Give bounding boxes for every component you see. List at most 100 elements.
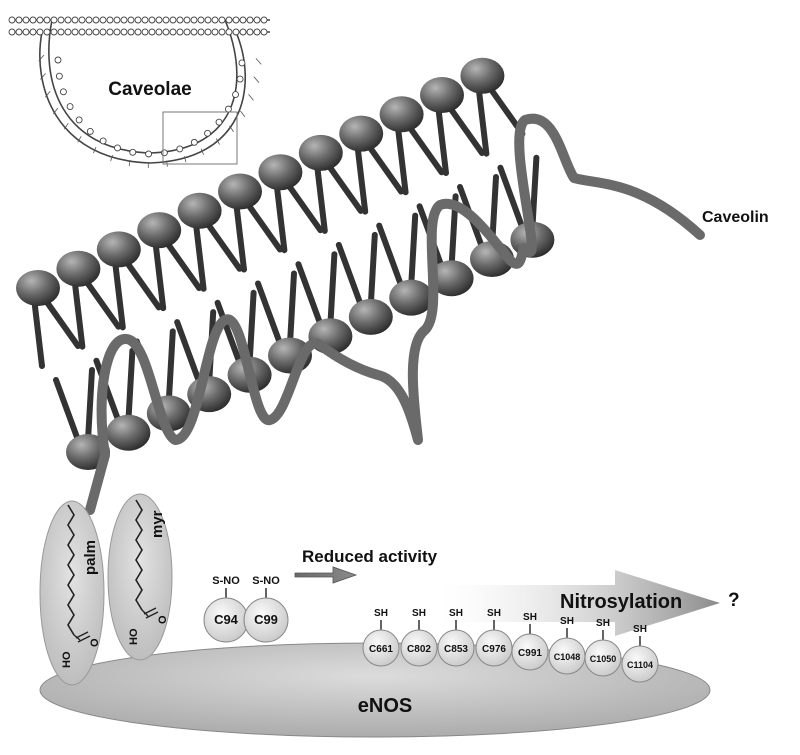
caveolae-lipid-head: [86, 29, 92, 35]
palmitoyl-anchor: palm HO O: [40, 501, 104, 685]
caveolae-lipid-head: [212, 29, 218, 35]
lipid-tail: [379, 226, 401, 286]
caveolae-lipid-head: [30, 17, 36, 23]
caveolae-lipid-head: [135, 17, 141, 23]
lipid-tail: [438, 105, 446, 173]
lipid-tail: [290, 274, 294, 344]
lipid-tail: [236, 202, 244, 270]
caveolae-lipid-head: [65, 17, 71, 23]
caveolae-lipid-head: [198, 29, 204, 35]
lipid-tail: [84, 279, 118, 327]
caveolae-lipid-head: [30, 29, 36, 35]
question-mark: ?: [728, 590, 740, 611]
caveolae-lipid-head: [237, 76, 243, 82]
caveolae-lipid-head: [100, 29, 106, 35]
site-group: SH: [412, 608, 426, 619]
site-name: C976: [482, 644, 506, 655]
lipid-head-outer: [97, 231, 141, 267]
myr-label: myr: [149, 510, 166, 538]
caveolae-lipid-head: [226, 17, 232, 23]
lipid-tail: [74, 279, 82, 347]
caveolae-lipid-head: [128, 17, 134, 23]
site-name: C853: [444, 644, 468, 655]
caveolae-lipid-head: [86, 17, 92, 23]
caveolae-tail-tick: [256, 58, 261, 64]
caveolae-lipid-head: [67, 104, 73, 110]
site-name: C94: [214, 612, 239, 627]
caveolae-lipid-head: [121, 29, 127, 35]
caveolae-lipid-head: [55, 57, 61, 63]
caveolae-lipid-head: [100, 17, 106, 23]
lipid-tail: [398, 124, 406, 192]
lipid-tail: [56, 380, 78, 440]
caveolae-lipid-head: [198, 17, 204, 23]
lipid-tail: [286, 182, 320, 230]
site-group: SH: [596, 618, 610, 629]
lipid-tail: [276, 182, 284, 250]
caveolae-lipid-head: [170, 29, 176, 35]
caveolae-lipid-head: [44, 29, 50, 35]
caveolae-lipid-head: [254, 17, 260, 23]
site-group: SH: [487, 608, 501, 619]
lipid-head-outer: [420, 77, 464, 113]
site-group: SH: [374, 608, 388, 619]
caveolae-lipid-head: [205, 130, 211, 136]
site-name: C99: [254, 612, 278, 627]
caveolae-lipid-head: [114, 29, 120, 35]
lipid-tail: [177, 322, 199, 382]
caveolae-lipid-head: [107, 17, 113, 23]
caveolae-lipid-head: [212, 17, 218, 23]
lipid-tail: [44, 298, 78, 346]
lipid-head-outer: [137, 212, 181, 248]
site-group: SH: [560, 616, 574, 627]
caveolae-lipid-head: [16, 17, 22, 23]
caveolae-lipid-head: [205, 17, 211, 23]
caveolae-lipid-head: [37, 17, 43, 23]
palm-ho-label: HO: [61, 651, 73, 668]
caveolae-tail-tick: [249, 94, 254, 100]
free-site: C802 SH: [401, 608, 437, 666]
lipid-head-inner: [389, 280, 433, 316]
site-group: SH: [633, 624, 647, 635]
lipid-tail: [357, 144, 365, 212]
myr-ho-label: HO: [128, 628, 140, 645]
caveolae-lipid-head: [205, 29, 211, 35]
site-name: C661: [369, 644, 393, 655]
lipid-tail: [165, 240, 199, 288]
caveolae-lipid-head: [23, 17, 29, 23]
caveolae-lipid-head: [142, 29, 148, 35]
lipid-tail: [128, 351, 132, 421]
caveolae-lipid-head: [254, 29, 260, 35]
caveolae-lipid-head: [114, 17, 120, 23]
caveolae-lipid-head: [79, 17, 85, 23]
caveolae-lipid-head: [114, 145, 120, 151]
lipid-tail: [367, 144, 401, 192]
site-name: C802: [407, 644, 431, 655]
caveolae-lipid-head: [226, 29, 232, 35]
lipid-tail: [411, 216, 415, 286]
caveolae-lipid-head: [163, 17, 169, 23]
lipid-head-outer: [339, 116, 383, 152]
caveolae-lipid-head: [60, 89, 66, 95]
lipid-tail: [250, 293, 254, 363]
caveolae-lipid-head: [16, 29, 22, 35]
nitrosylation-label: Nitrosylation: [560, 591, 682, 613]
caveolae-lipid-head: [216, 119, 222, 125]
site-group: S-NO: [212, 575, 240, 587]
caveolae-lipid-head: [177, 146, 183, 152]
caveolae-lipid-head: [177, 29, 183, 35]
caveolae-lipid-head: [240, 17, 246, 23]
caveolae-tail-tick: [254, 77, 259, 83]
caveolae-lipid-head: [261, 29, 267, 35]
caveolae-lipid-head: [142, 17, 148, 23]
caveolae-lipid-head: [51, 29, 57, 35]
free-site: C661 SH: [363, 608, 399, 666]
caveolae-zoom-box: [163, 112, 237, 164]
caveolae-lipid-head: [107, 29, 113, 35]
site-name: C1050: [590, 654, 617, 664]
caveolae-lipid-head: [149, 29, 155, 35]
